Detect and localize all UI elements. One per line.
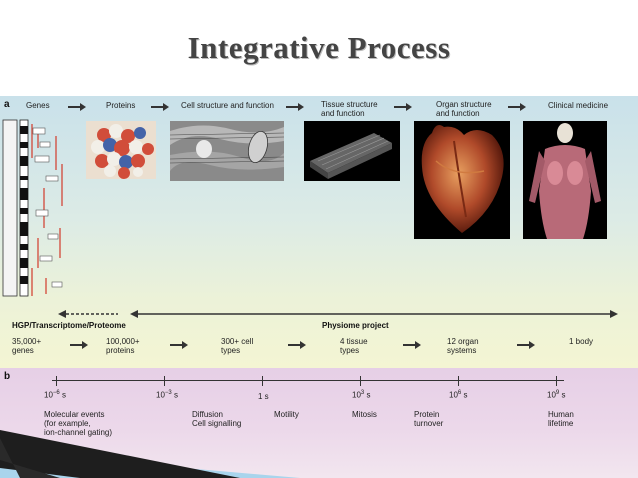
project-span-arrows	[58, 310, 618, 318]
time-label-1e-3: 10−3 s	[156, 390, 178, 400]
tissue-structure-image	[304, 121, 400, 181]
cell-structure-image	[170, 121, 284, 181]
arrow-right-icon	[394, 103, 412, 111]
arrow-right-icon	[151, 103, 169, 111]
right-project-label: Physiome project	[322, 321, 389, 330]
timeline-tick	[556, 376, 557, 386]
stage-label-tissue-1: Tissue structure	[321, 100, 378, 109]
panel-a-letter: a	[4, 99, 10, 110]
event-diffusion: Diffusion Cell signalling	[192, 410, 242, 428]
timeline-tick	[360, 376, 361, 386]
stage-label-organ-2: and function	[436, 109, 480, 118]
event-human-lifetime: Human lifetime	[548, 410, 574, 428]
arrow-right-icon	[403, 341, 421, 349]
time-label-1e-6: 10−6 s	[44, 390, 66, 400]
arrow-right-icon	[508, 103, 526, 111]
time-label-1e9: 109 s	[547, 390, 566, 400]
slide-title: Integrative Process	[187, 30, 451, 65]
timeline-tick	[262, 376, 263, 386]
stage-label-genes: Genes	[26, 101, 50, 110]
stage-label-clinical: Clinical medicine	[548, 101, 609, 110]
stage-label-organ-1: Organ structure	[436, 100, 492, 109]
chromosome-map-image	[2, 119, 63, 297]
arrow-right-icon	[286, 103, 304, 111]
arrow-right-icon	[70, 341, 88, 349]
protein-structure-image	[86, 121, 156, 179]
stage-label-tissue-2: and function	[321, 109, 365, 118]
count-genes: 35,000+genes	[12, 337, 42, 355]
organ-heart-image	[414, 121, 510, 239]
timeline-tick	[56, 376, 57, 386]
time-label-1s: 1 s	[258, 392, 269, 401]
event-molecular: Molecular events (for example, ion-chann…	[44, 410, 113, 437]
arrow-right-icon	[68, 103, 86, 111]
event-mitosis: Mitosis	[352, 410, 377, 419]
arrow-right-icon	[288, 341, 306, 349]
panel-b-letter: b	[4, 371, 11, 382]
timeline-axis	[52, 380, 564, 381]
timeline-tick	[458, 376, 459, 386]
time-label-1e3: 103 s	[352, 390, 371, 400]
timeline-tick	[164, 376, 165, 386]
count-body: 1 body	[569, 337, 594, 346]
arrow-right-icon	[517, 341, 535, 349]
count-proteins: 100,000+proteins	[106, 337, 140, 355]
arrow-right-icon	[170, 341, 188, 349]
time-label-1e6: 106 s	[449, 390, 468, 400]
event-protein-turnover: Protein turnover	[414, 410, 444, 428]
event-motility: Motility	[274, 410, 299, 419]
left-project-label: HGP/Transcriptome/Proteome	[12, 321, 126, 330]
stage-label-proteins: Proteins	[106, 101, 136, 110]
clinical-body-image	[523, 121, 607, 239]
stage-label-cell: Cell structure and function	[181, 101, 274, 110]
